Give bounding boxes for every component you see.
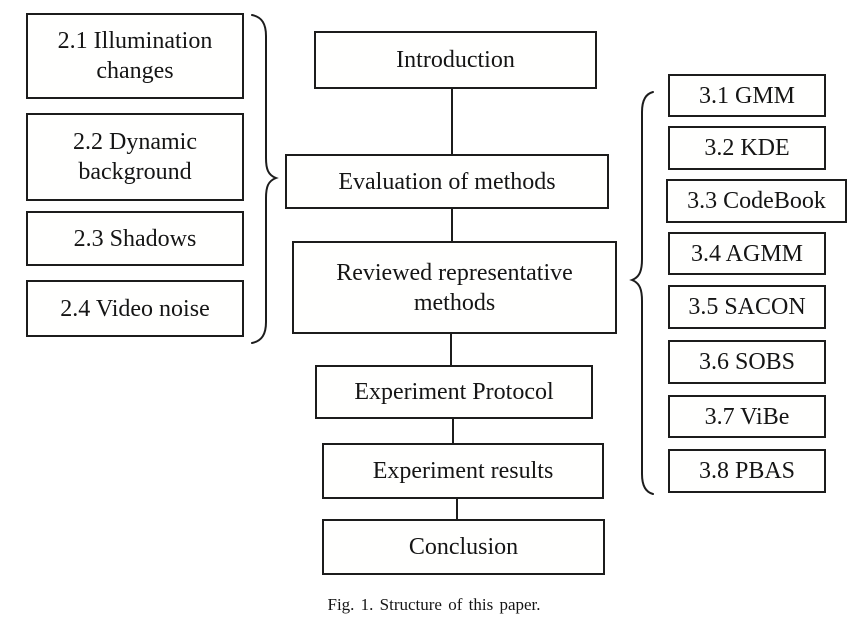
right-brace	[629, 91, 654, 495]
box-conclusion: Conclusion	[322, 519, 605, 575]
left-brace	[251, 14, 279, 344]
box-gmm: 3.1 GMM	[668, 74, 826, 117]
box-vibe: 3.7 ViBe	[668, 395, 826, 438]
box-shadows: 2.3 Shadows	[26, 211, 244, 266]
box-sacon: 3.5 SACON	[668, 285, 826, 329]
box-agmm: 3.4 AGMM	[668, 232, 826, 275]
box-experiment-results: Experiment results	[322, 443, 604, 499]
box-dynamic-background: 2.2 Dynamic background	[26, 113, 244, 201]
box-illumination-changes: 2.1 Illumination changes	[26, 13, 244, 99]
box-pbas: 3.8 PBAS	[668, 449, 826, 493]
box-experiment-protocol: Experiment Protocol	[315, 365, 593, 419]
box-introduction: Introduction	[314, 31, 597, 89]
box-video-noise: 2.4 Video noise	[26, 280, 244, 337]
box-sobs: 3.6 SOBS	[668, 340, 826, 384]
box-kde: 3.2 KDE	[668, 126, 826, 170]
figure-caption: Fig. 1. Structure of this paper.	[327, 595, 541, 614]
box-evaluation-of-methods: Evaluation of methods	[285, 154, 609, 209]
box-reviewed-representative-methods: Reviewed representative methods	[292, 241, 617, 334]
box-codebook: 3.3 CodeBook	[666, 179, 847, 223]
